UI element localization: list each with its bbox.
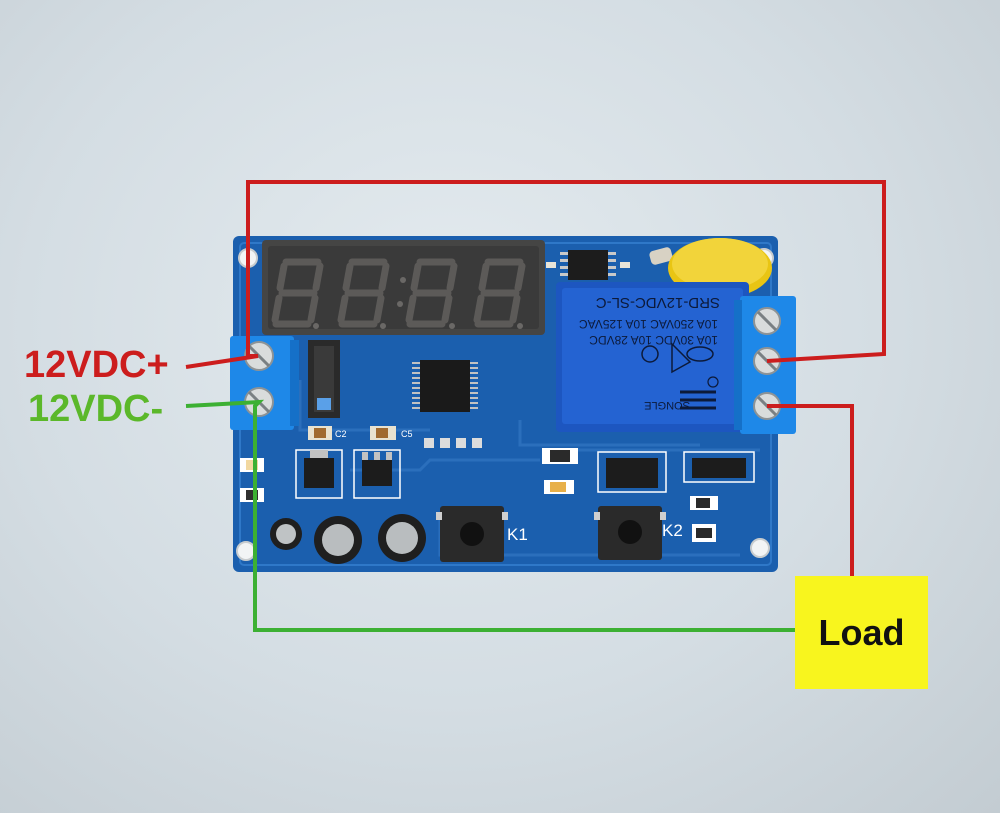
microcontroller-chip xyxy=(412,360,478,412)
seven-segment-display xyxy=(262,240,545,335)
silkscreen-c2: C2 xyxy=(335,429,347,439)
silkscreen-k2: K2 xyxy=(662,521,683,540)
relay-brand-label: SONGLE xyxy=(644,399,690,411)
push-button-k1 xyxy=(436,506,508,562)
label-12vdc-negative: 12VDC- xyxy=(28,388,164,430)
electrolytic-capacitors xyxy=(270,514,426,564)
smd-leds xyxy=(240,458,264,502)
voltage-regulators xyxy=(295,449,401,499)
diode-right xyxy=(683,451,755,483)
wire-negative-to-load xyxy=(185,399,795,632)
relay-spec-line-2: 10A 30VDC 10A 28VDC xyxy=(589,333,718,347)
transistor xyxy=(308,340,340,418)
push-button-k2 xyxy=(594,506,666,560)
wire-relay-no-to-load xyxy=(767,404,854,576)
header-pads xyxy=(424,438,482,448)
load-box: Load xyxy=(795,576,928,689)
optocoupler xyxy=(597,451,667,493)
coin-battery xyxy=(649,238,772,298)
terminal-block-relay xyxy=(734,296,796,434)
load-label: Load xyxy=(818,611,905,653)
mounting-hole xyxy=(236,541,256,561)
relay xyxy=(556,282,749,432)
wiring xyxy=(185,180,886,632)
wire-positive-to-relay-common xyxy=(185,180,886,369)
terminal-block-power xyxy=(230,336,299,430)
ic-chip-small xyxy=(546,250,630,280)
smd-capacitors xyxy=(308,426,396,440)
mounting-hole xyxy=(750,538,770,558)
silkscreen-c5: C5 xyxy=(401,429,413,439)
label-12vdc-positive: 12VDC+ xyxy=(24,344,169,386)
relay-model-label: SRD-12VDC-SL-C xyxy=(595,294,720,311)
silkscreen-k1: K1 xyxy=(507,525,528,544)
smd-components-right xyxy=(542,448,718,542)
relay-spec-line-1: 10A 250VAC 10A 125VAC xyxy=(579,317,718,331)
